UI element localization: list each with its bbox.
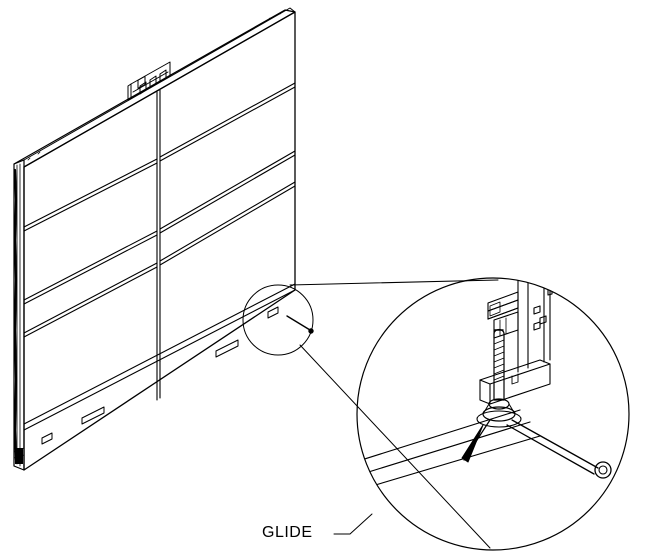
panel-top-edge (13, 9, 296, 168)
callout-leader (333, 513, 373, 535)
top-bracket (127, 61, 171, 101)
center-seam (156, 89, 161, 363)
detail-reference-circle (242, 284, 314, 356)
glide-callout-label: GLIDE (262, 524, 313, 541)
glide-pointer-arrow (461, 424, 484, 463)
kick-panel (23, 283, 296, 431)
kick-panel-slots (41, 306, 279, 445)
panel-joints (23, 82, 296, 338)
detail-magnified-circle (356, 277, 630, 551)
side-rail-detail (13, 168, 18, 462)
glide-detail-view (356, 277, 630, 551)
wall-panel-assembly (13, 7, 314, 471)
glide-threaded-stem (493, 328, 505, 401)
glide-leg (506, 419, 612, 479)
panel-glide-small (286, 315, 314, 334)
glide-foot (476, 398, 522, 428)
